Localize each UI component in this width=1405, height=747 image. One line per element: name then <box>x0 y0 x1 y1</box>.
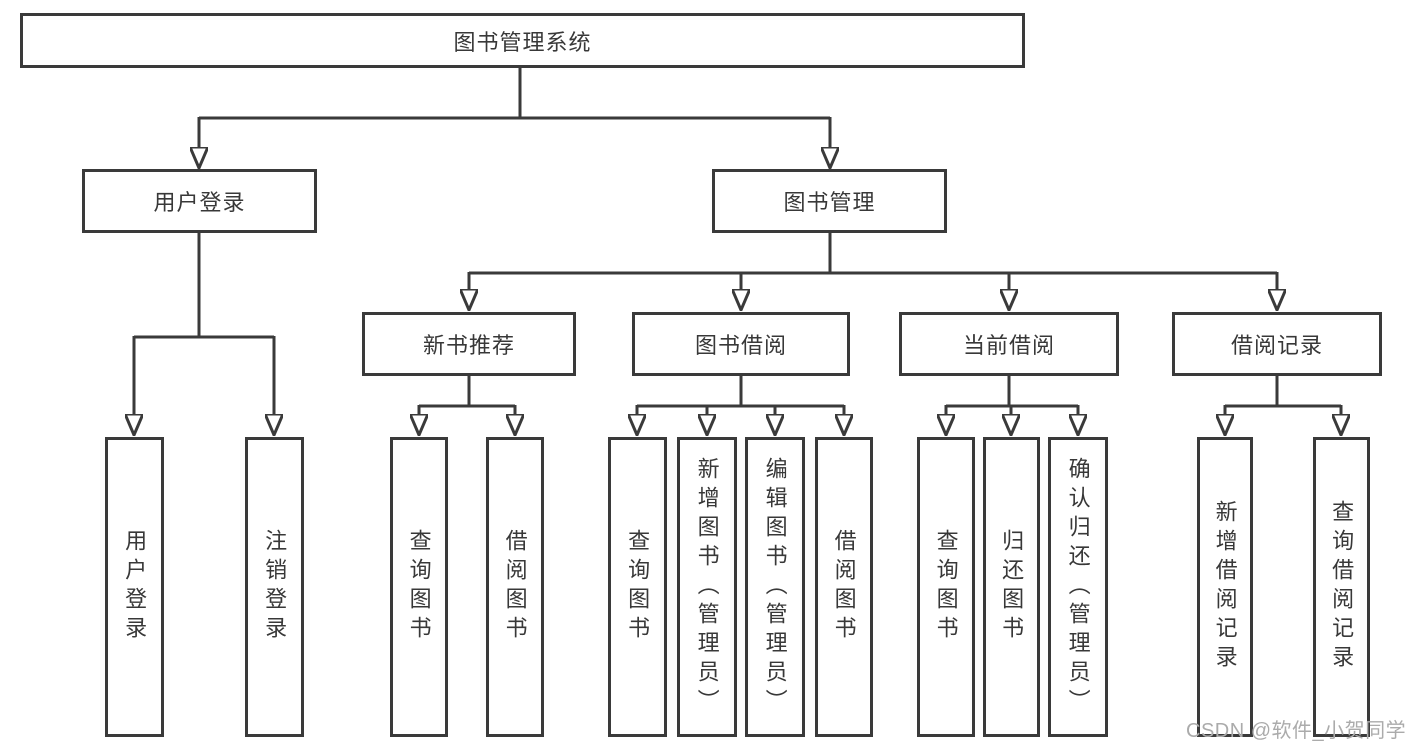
leaf-query-books-3: 查询图书 <box>917 437 975 737</box>
leaf-borrow-books-1: 借阅图书 <box>486 437 544 737</box>
node-label: 当前借阅 <box>962 333 1055 358</box>
leaf-user-login: 用户登录 <box>105 437 164 737</box>
leaf-add-books-admin: 新增图书（管理员） <box>677 437 737 737</box>
leaf-label: 查询借阅记录 <box>1329 500 1355 674</box>
node-current-borrow: 当前借阅 <box>899 312 1119 376</box>
leaf-label: 查询图书 <box>406 529 432 645</box>
leaf-return-books: 归还图书 <box>983 437 1040 737</box>
leaf-label: 用户登录 <box>122 529 148 645</box>
node-label: 图书管理 <box>783 190 876 215</box>
node-label: 用户登录 <box>153 190 246 215</box>
connector-root-to-level2 <box>199 68 830 148</box>
node-new-book-recommend: 新书推荐 <box>362 312 576 376</box>
leaf-query-borrow-record: 查询借阅记录 <box>1313 437 1370 737</box>
leaf-label: 注销登录 <box>262 529 288 645</box>
connector-book-management-to-level3 <box>469 233 1277 290</box>
leaf-logout: 注销登录 <box>245 437 304 737</box>
connector-current-borrow-branch <box>946 376 1078 415</box>
leaf-borrow-books-2: 借阅图书 <box>815 437 873 737</box>
node-book-management: 图书管理 <box>712 169 947 233</box>
leaf-label: 查询图书 <box>625 529 651 645</box>
leaf-label: 借阅图书 <box>831 529 857 645</box>
leaf-add-borrow-record: 新增借阅记录 <box>1197 437 1253 737</box>
leaf-label: 新增借阅记录 <box>1212 500 1238 674</box>
leaf-query-books-2: 查询图书 <box>608 437 667 737</box>
node-root-system: 图书管理系统 <box>20 13 1025 68</box>
watermark-text: CSDN @软件_小贺同学 <box>1186 720 1405 742</box>
node-borrow-record: 借阅记录 <box>1172 312 1382 376</box>
leaf-label: 查询图书 <box>933 529 959 645</box>
node-label: 新书推荐 <box>422 333 515 358</box>
leaf-query-books-1: 查询图书 <box>390 437 448 737</box>
leaf-edit-books-admin: 编辑图书（管理员） <box>745 437 805 737</box>
node-label: 图书管理系统 <box>453 29 592 55</box>
leaf-label: 确认归还（管理员） <box>1065 456 1091 718</box>
node-label: 图书借阅 <box>694 333 787 358</box>
leaf-label: 新增图书（管理员） <box>694 456 720 718</box>
connector-borrow-record-branch <box>1225 376 1341 415</box>
leaf-label: 编辑图书（管理员） <box>762 456 788 718</box>
node-label: 借阅记录 <box>1230 333 1323 358</box>
node-book-borrow: 图书借阅 <box>632 312 850 376</box>
leaf-confirm-return-admin: 确认归还（管理员） <box>1048 437 1108 737</box>
node-user-login: 用户登录 <box>82 169 317 233</box>
connector-new-book-recommend-branch <box>419 376 515 415</box>
connector-book-borrow-branch <box>637 376 844 415</box>
leaf-label: 归还图书 <box>999 529 1025 645</box>
connector-user-login-branch <box>134 233 274 415</box>
leaf-label: 借阅图书 <box>502 529 528 645</box>
